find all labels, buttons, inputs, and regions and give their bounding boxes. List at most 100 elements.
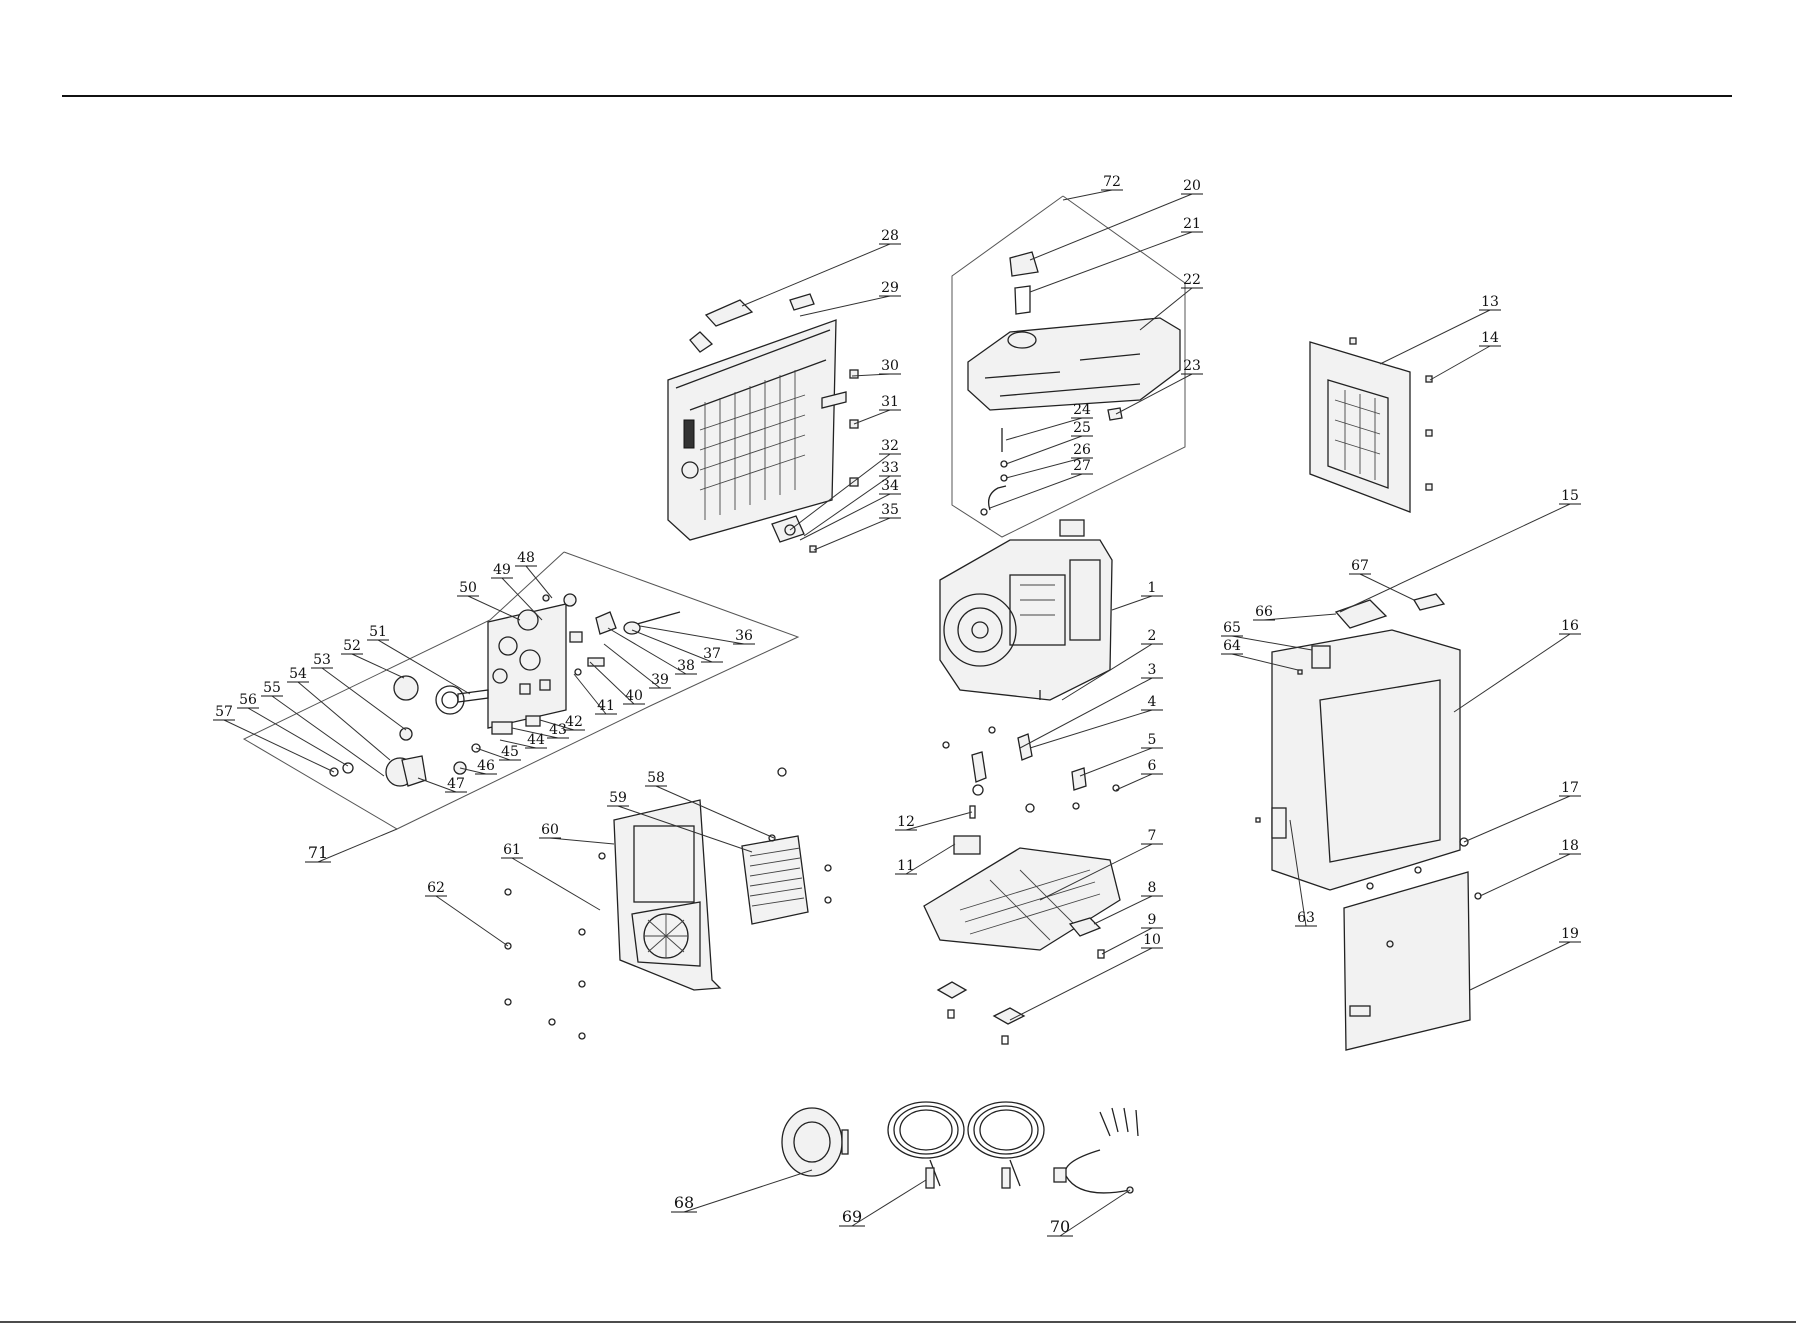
callout-65: 65 [1223,620,1241,636]
leader-line-21 [1030,232,1192,292]
callout-34: 34 [881,478,899,494]
callout-43: 43 [549,722,567,738]
leader-line-25 [1006,436,1082,464]
callout-57: 57 [215,704,233,720]
leader-line-71 [318,829,397,862]
leader-line-56 [248,708,348,766]
callout-61: 61 [503,842,521,858]
callout-62: 62 [427,880,445,896]
callout-7: 7 [1148,828,1157,844]
callout-48: 48 [517,550,535,566]
callout-45: 45 [501,744,519,760]
callout-35: 35 [881,502,899,518]
leader-line-67 [1360,574,1414,600]
leader-line-10 [1010,948,1152,1020]
callout-29: 29 [881,280,899,296]
front-frame-assembly [1256,594,1481,1050]
callout-36: 36 [735,628,753,644]
callout-9: 9 [1148,912,1157,928]
callout-38: 38 [677,658,695,674]
leader-line-26 [1006,458,1082,478]
callout-30: 30 [881,358,899,374]
callout-42: 42 [565,714,583,730]
callout-15: 15 [1561,488,1579,504]
callout-14: 14 [1481,330,1499,346]
leader-line-27 [990,474,1082,508]
callout-59: 59 [609,790,627,806]
callout-8: 8 [1148,880,1157,896]
accessories [782,1102,1138,1193]
engine-assembly [940,520,1112,700]
leader-line-20 [1030,194,1192,260]
rear-frame-assembly [668,294,858,552]
leader-line-12 [906,812,972,830]
leader-line-54 [298,682,390,760]
callout-11: 11 [897,858,915,874]
callout-6: 6 [1148,758,1157,774]
callout-41: 41 [597,698,615,714]
leader-line-19 [1470,942,1570,990]
callout-5: 5 [1148,732,1157,748]
callout-16: 16 [1561,618,1579,634]
leader-line-29 [800,296,890,316]
callout-26: 26 [1073,442,1091,458]
leader-line-48 [526,566,552,598]
callout-71: 71 [308,843,328,862]
callout-25: 25 [1073,420,1091,436]
leader-line-60 [550,838,614,844]
callout-60: 60 [541,822,559,838]
callout-50: 50 [459,580,477,596]
leader-line-68 [684,1170,812,1212]
callout-46: 46 [477,758,495,774]
callout-18: 18 [1561,838,1579,854]
leader-line-36 [640,626,744,644]
callout-47: 47 [447,776,465,792]
leader-line-62 [436,896,508,946]
leader-line-6 [1116,774,1152,790]
callout-27: 27 [1073,458,1091,474]
leader-line-5 [1080,748,1152,776]
callout-68: 68 [674,1193,694,1212]
callout-49: 49 [493,562,511,578]
callout-63: 63 [1297,910,1315,926]
leader-line-16 [1454,634,1570,712]
callout-3: 3 [1148,662,1157,678]
callout-17: 17 [1561,780,1579,796]
callout-70: 70 [1050,1217,1070,1236]
leader-line-69 [852,1180,926,1226]
leader-line-65 [1232,636,1312,650]
callout-52: 52 [343,638,361,654]
leader-line-4 [1030,710,1152,748]
callout-33: 33 [881,460,899,476]
callout-54: 54 [289,666,307,682]
callout-1: 1 [1148,580,1157,596]
callout-31: 31 [881,394,899,410]
callout-39: 39 [651,672,669,688]
callout-23: 23 [1183,358,1201,374]
leader-line-38 [608,628,686,674]
leader-line-66 [1264,614,1336,620]
leader-line-28 [742,244,890,306]
callout-4: 4 [1148,694,1157,710]
callout-72: 72 [1103,174,1121,190]
callout-58: 58 [647,770,665,786]
mount-brackets [943,727,1119,854]
leader-line-70 [1060,1190,1130,1236]
callout-53: 53 [313,652,331,668]
callout-2: 2 [1148,628,1157,644]
leader-line-37 [632,630,712,662]
callout-22: 22 [1183,272,1201,288]
callout-37: 37 [703,646,721,662]
control-panel-assembly [244,552,798,829]
callout-40: 40 [625,688,643,704]
callout-20: 20 [1183,178,1201,194]
front-panel-assembly [505,768,831,1039]
callout-12: 12 [897,814,915,830]
callout-67: 67 [1351,558,1369,574]
callout-55: 55 [263,680,281,696]
leader-line-53 [322,668,406,730]
callout-28: 28 [881,228,899,244]
callout-66: 66 [1255,604,1273,620]
leader-line-24 [1006,418,1082,440]
